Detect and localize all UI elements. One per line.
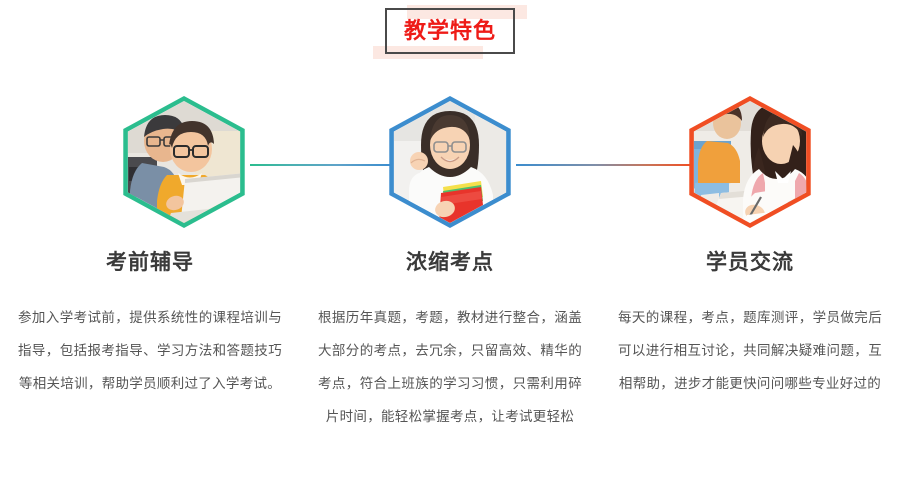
feature-column-2: 浓缩考点 根据历年真题，考题，教材进行整合，涵盖大部分的考点，去冗余，只留高效、… — [300, 250, 600, 433]
page-title: 教学特色 — [403, 18, 496, 43]
feature-heading-1: 考前辅导 — [106, 251, 194, 274]
feature-body-3: 每天的课程，考点，题库测评，学员做完后可以进行相互讨论，共同解决疑难问题，互相帮… — [618, 310, 882, 392]
section-title-box: 教学特色 — [373, 5, 527, 59]
feature-heading-2: 浓缩考点 — [406, 251, 494, 274]
connector-teal-to-blue — [250, 164, 390, 166]
feature-body-2: 根据历年真题，考题，教材进行整合，涵盖大部分的考点，去冗余，只留高效、精华的考点… — [318, 310, 582, 425]
section-title-area: 教学特色 — [0, 5, 900, 68]
feature-column-3: 学员交流 每天的课程，考点，题库测评，学员做完后可以进行相互讨论，共同解决疑难问… — [600, 250, 900, 433]
feature-columns: 考前辅导 参加入学考试前，提供系统性的课程培训与指导，包括报考指导、学习方法和答… — [0, 250, 900, 433]
connector-blue-to-orange — [516, 164, 692, 166]
feature-hexagon-1[interactable] — [118, 96, 250, 228]
title-frame-border — [385, 8, 515, 54]
feature-hexagon-3[interactable] — [684, 96, 816, 228]
feature-hexagon-2[interactable] — [384, 96, 516, 228]
feature-column-1: 考前辅导 参加入学考试前，提供系统性的课程培训与指导，包括报考指导、学习方法和答… — [0, 250, 300, 433]
feature-body-1: 参加入学考试前，提供系统性的课程培训与指导，包括报考指导、学习方法和答题技巧等相… — [18, 310, 282, 392]
feature-heading-3: 学员交流 — [706, 251, 794, 274]
